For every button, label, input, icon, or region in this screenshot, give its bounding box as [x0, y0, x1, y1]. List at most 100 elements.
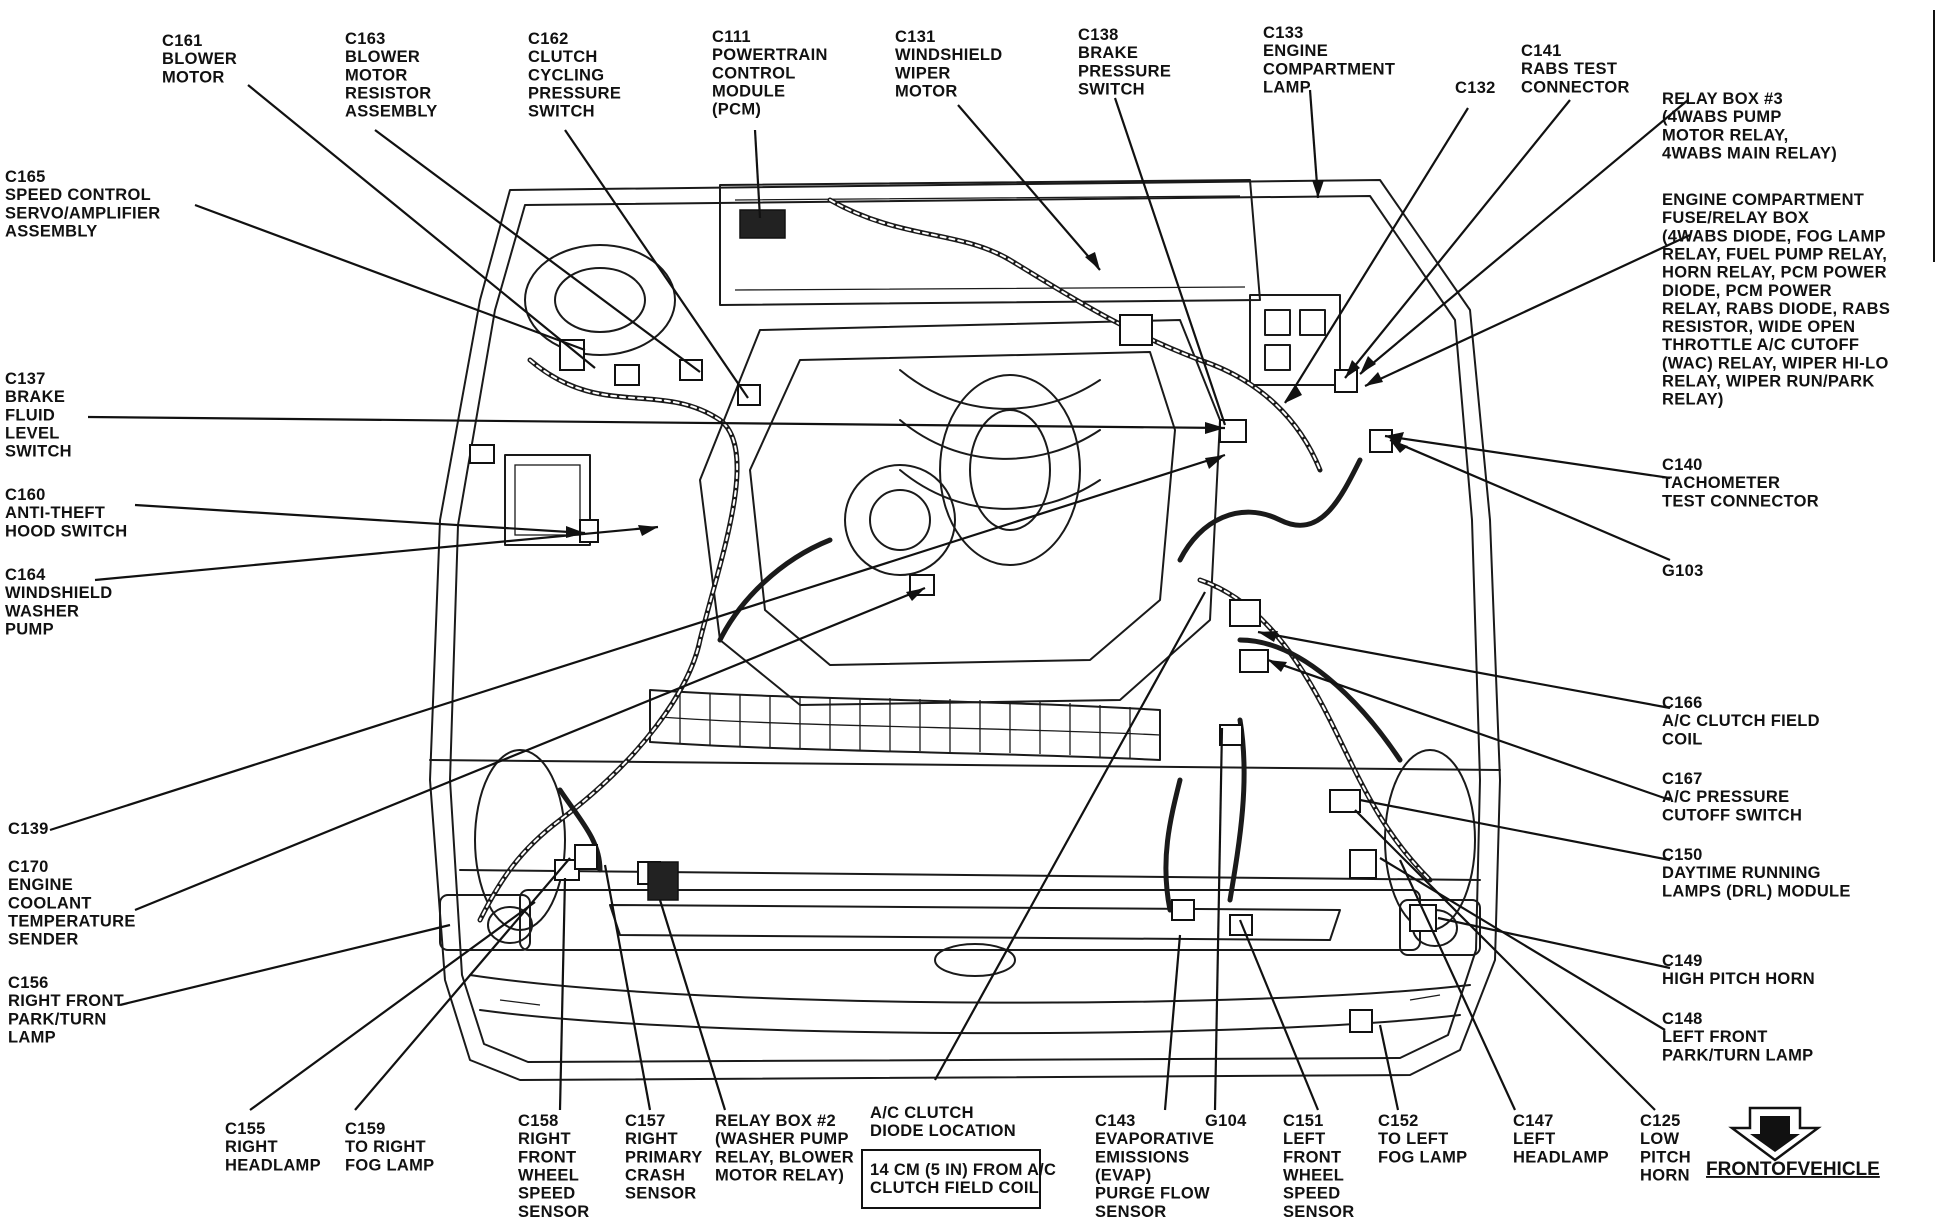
- label-line: LEVEL: [5, 424, 60, 442]
- label-line: RELAY): [1662, 391, 1724, 409]
- label-line: HEADLAMP: [1513, 1148, 1609, 1166]
- label-line: TO LEFT: [1378, 1130, 1449, 1148]
- label-line: C143: [1095, 1112, 1136, 1130]
- label-line: WASHER: [5, 602, 79, 620]
- label-line: SENSOR: [1283, 1203, 1354, 1221]
- label-line: PRESSURE: [528, 84, 621, 102]
- label-line: SENSOR: [518, 1203, 589, 1221]
- label-line: A/C PRESSURE: [1662, 788, 1789, 806]
- label-line: C164: [5, 566, 46, 584]
- label-line: MOTOR RELAY,: [1662, 126, 1788, 144]
- label-line: A/C CLUTCH: [870, 1104, 974, 1122]
- label-line: CYCLING: [528, 66, 604, 84]
- label-line: DIODE, PCM POWER: [1662, 282, 1832, 300]
- label-line: CONNECTOR: [1521, 78, 1630, 96]
- label-line: C138: [1078, 26, 1119, 44]
- label-line: PITCH: [1640, 1148, 1691, 1166]
- label-line: MOTOR RELAY): [715, 1166, 844, 1184]
- label-line: (EVAP): [1095, 1166, 1152, 1184]
- label-line: EMISSIONS: [1095, 1148, 1189, 1166]
- label-line: SPEED CONTROL: [5, 186, 151, 204]
- label-line: RIGHT FRONT: [8, 992, 124, 1010]
- down-arrow-icon: [1728, 1106, 1822, 1162]
- label-line: C152: [1378, 1112, 1419, 1130]
- label-line: A/C CLUTCH FIELD: [1662, 712, 1820, 730]
- label-line: C131: [895, 28, 936, 46]
- label-line: WHEEL: [1283, 1166, 1344, 1184]
- label-line: PURGE FLOW: [1095, 1185, 1210, 1203]
- label-line: ENGINE: [8, 876, 73, 894]
- label-line: PRESSURE: [1078, 62, 1171, 80]
- label-line: C170: [8, 858, 49, 876]
- label-line: C137: [5, 370, 46, 388]
- label-line: C155: [225, 1120, 266, 1138]
- label-line: FOG LAMP: [345, 1156, 434, 1174]
- label-c139: C139: [8, 820, 49, 838]
- label-line: C151: [1283, 1112, 1324, 1130]
- label-line: ASSEMBLY: [345, 103, 438, 121]
- label-line: G104: [1205, 1112, 1247, 1130]
- label-line: FOG LAMP: [1378, 1148, 1467, 1166]
- label-line: (WAC) RELAY, WIPER HI-LO: [1662, 354, 1889, 372]
- label-line: CONTROL: [712, 64, 796, 82]
- label-line: POWERTRAIN: [712, 46, 828, 64]
- label-g103: G103: [1662, 562, 1704, 580]
- label-line: 4WABS MAIN RELAY): [1662, 144, 1837, 162]
- label-line: 14 CM (5 IN) FROM A/C: [870, 1161, 1056, 1179]
- label-line: ENGINE COMPARTMENT: [1662, 191, 1864, 209]
- label-line: MOTOR: [345, 66, 408, 84]
- label-line: TEST CONNECTOR: [1662, 492, 1819, 510]
- label-line: C149: [1662, 952, 1703, 970]
- label-line: C133: [1263, 24, 1304, 42]
- label-line: HIGH PITCH HORN: [1662, 970, 1815, 988]
- label-line: COOLANT: [8, 894, 92, 912]
- label-line: RESISTOR, WIDE OPEN: [1662, 318, 1855, 336]
- label-line: FRONT: [518, 1148, 576, 1166]
- label-line: PARK/TURN: [8, 1010, 107, 1028]
- label-line: RELAY, WIPER RUN/PARK: [1662, 373, 1875, 391]
- label-line: CRASH: [625, 1166, 685, 1184]
- label-line: LAMP: [8, 1028, 56, 1046]
- label-line: LEFT FRONT: [1662, 1028, 1768, 1046]
- label-c132: C132: [1455, 79, 1496, 97]
- label-line: C166: [1662, 694, 1703, 712]
- label-line: DAYTIME RUNNING: [1662, 864, 1821, 882]
- label-line: G103: [1662, 562, 1704, 580]
- label-line: RIGHT: [518, 1130, 571, 1148]
- label-line: C158: [518, 1112, 559, 1130]
- label-line: FRONTOFVEHICLE: [1706, 1159, 1880, 1180]
- label-line: TEMPERATURE: [8, 912, 136, 930]
- label-line: ENGINE: [1263, 42, 1328, 60]
- label-line: C156: [8, 974, 49, 992]
- label-line: MODULE: [712, 82, 785, 100]
- label-line: MOTOR: [895, 82, 958, 100]
- label-line: SWITCH: [5, 443, 72, 461]
- label-line: BRAKE: [1078, 44, 1138, 62]
- label-line: HORN: [1640, 1166, 1690, 1184]
- label-line: WHEEL: [518, 1166, 579, 1184]
- label-line: HOOD SWITCH: [5, 522, 127, 540]
- label-line: LEFT: [1283, 1130, 1325, 1148]
- label-line: COMPARTMENT: [1263, 60, 1395, 78]
- label-line: DIODE LOCATION: [870, 1122, 1016, 1140]
- label-line: THROTTLE A/C CUTOFF: [1662, 336, 1859, 354]
- label-line: SWITCH: [528, 103, 595, 121]
- label-line: BRAKE: [5, 388, 65, 406]
- label-line: FUSE/RELAY BOX: [1662, 209, 1809, 227]
- label-line: TACHOMETER: [1662, 474, 1780, 492]
- label-line: RELAY, RABS DIODE, RABS: [1662, 300, 1890, 318]
- ac-diode-note-box: [861, 1149, 1041, 1209]
